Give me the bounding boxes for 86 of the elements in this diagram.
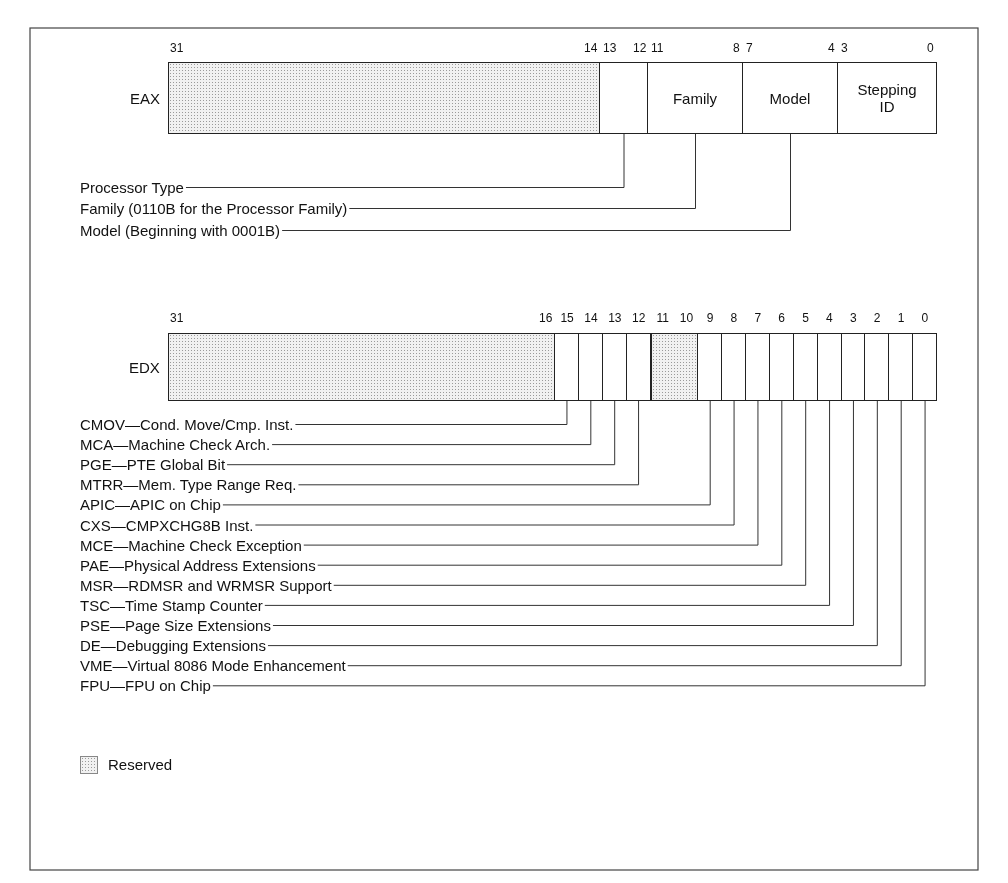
leader-line: [254, 400, 735, 526]
field-description: Family (0110B for the Processor Family): [80, 200, 348, 217]
bit-field: [698, 333, 723, 401]
bit-field: [555, 333, 579, 401]
register-field: [838, 62, 937, 134]
field-description: TSC—Time Stamp Counter: [80, 596, 263, 614]
bit-number: 5: [802, 311, 809, 325]
bit-number: 0: [921, 311, 929, 325]
bit-field: [746, 333, 770, 401]
bit-number: 31: [170, 41, 184, 55]
bit-number: 11: [651, 41, 664, 55]
bit-number: 8: [733, 41, 740, 55]
bit-field: [889, 333, 914, 401]
bit-number: 0: [927, 41, 934, 55]
leader-line: [271, 400, 592, 446]
leader-line: [222, 400, 711, 506]
bit-field: [793, 333, 818, 401]
legend-label: Reserved: [108, 756, 173, 773]
register-name: EDX: [129, 358, 160, 376]
field-description: APIC—APIC on Chip: [80, 496, 221, 514]
bit-field: [722, 333, 746, 401]
bit-number: 6: [778, 311, 785, 325]
reserved-field: [168, 62, 600, 134]
bit-number: 9: [706, 311, 714, 325]
bit-field: [865, 333, 890, 401]
bit-number: 12: [633, 41, 647, 55]
leader-line: [297, 400, 640, 486]
field-description: MCE—Machine Check Exception: [80, 536, 302, 554]
leader-line: [212, 400, 926, 687]
bit-number: 11: [656, 311, 669, 325]
field-description: CXS—CMPXCHG8B Inst.: [80, 516, 254, 534]
bit-field: [769, 333, 794, 401]
reserved-field: [168, 333, 555, 401]
leader-line: [333, 400, 807, 586]
bit-number: 4: [826, 311, 833, 325]
leader-line: [226, 400, 616, 466]
register-name: EAX: [130, 89, 160, 107]
field-name: Stepping ID: [856, 81, 918, 115]
bit-field: [841, 333, 866, 401]
field-description: VME—Virtual 8086 Mode Enhancement: [80, 657, 346, 675]
leader-line: [281, 133, 791, 231]
bit-number: 10: [679, 311, 694, 325]
field-description: MSR—RDMSR and WRMSR Support: [80, 576, 332, 594]
bit-number: 3: [849, 311, 857, 325]
bit-number: 16: [539, 311, 553, 325]
bit-number: 14: [584, 311, 598, 325]
bit-number: 3: [841, 41, 848, 55]
bit-field: [578, 333, 603, 401]
leader-line: [303, 400, 759, 546]
bit-number: 12: [632, 311, 646, 325]
bit-field: [602, 333, 627, 401]
bit-field: [817, 333, 842, 401]
bit-number: 15: [560, 311, 574, 325]
leader-line: [317, 400, 783, 566]
leader-line: [185, 133, 625, 188]
field-description: MCA—Machine Check Arch.: [80, 436, 271, 454]
field-name: Model: [769, 89, 811, 107]
field-description: Processor Type: [80, 179, 184, 196]
bit-number: 31: [170, 311, 184, 325]
leader-line: [347, 400, 902, 667]
field-description: DE—Debugging Extensions: [80, 637, 266, 655]
bit-number: 4: [828, 41, 835, 55]
bit-number: 14: [584, 41, 598, 55]
field-description: Model (Beginning with 0001B): [80, 222, 281, 239]
bit-number: 13: [603, 41, 617, 55]
bit-number: 7: [746, 41, 753, 55]
bit-field: [600, 62, 648, 134]
bit-number: 1: [897, 311, 905, 325]
bit-number: 2: [873, 311, 881, 325]
bit-number: 7: [754, 311, 762, 325]
field-description: MTRR—Mem. Type Range Req.: [80, 476, 297, 494]
leader-line: [294, 400, 568, 425]
field-description: PSE—Page Size Extensions: [80, 617, 271, 634]
bit-number: 8: [730, 311, 738, 325]
field-description: PGE—PTE Global Bit: [80, 456, 226, 474]
register-field: [743, 62, 838, 134]
bit-field: [913, 333, 937, 401]
field-description: CMOV—Cond. Move/Cmp. Inst.: [80, 416, 294, 433]
field-description: PAE—Physical Address Extensions: [80, 556, 316, 574]
field-description: FPU—FPU on Chip: [80, 677, 211, 695]
bit-number: 13: [608, 311, 622, 325]
bit-field: [626, 333, 651, 401]
field-name: Family: [672, 89, 718, 107]
reserved-field: [650, 333, 699, 401]
register-field: [648, 62, 743, 134]
leader-line: [348, 133, 696, 209]
